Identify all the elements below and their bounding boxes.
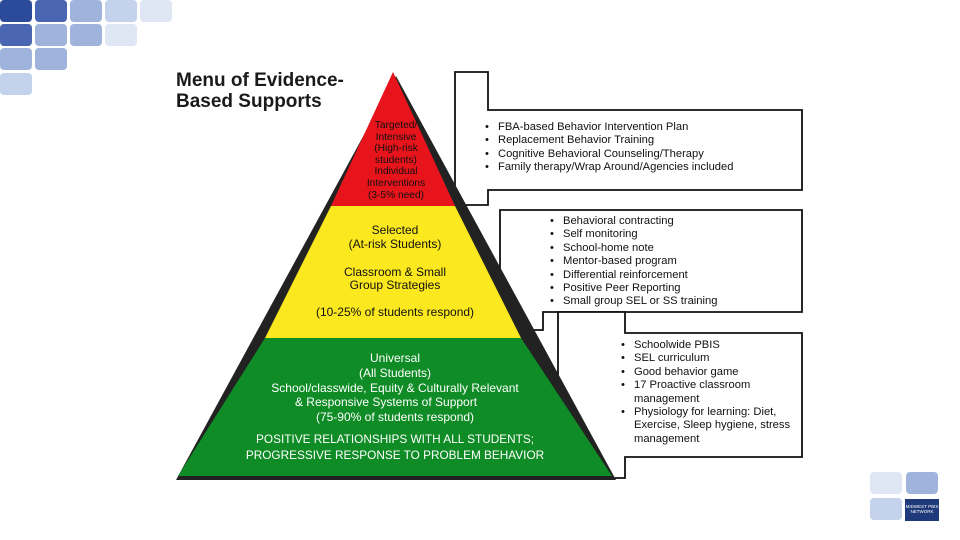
green-line: (75-90% of students respond) (315, 410, 475, 425)
callout-item: Positive Peer Reporting (549, 282, 797, 296)
green-tier-caps: POSITIVE RELATIONSHIPS WITH ALL STUDENTS… (200, 432, 590, 463)
green-caps-line: PROGRESSIVE RESPONSE TO PROBLEM BEHAVIOR (245, 447, 545, 462)
callout-item: Cognitive Behavioral Counseling/Therapy (484, 148, 796, 162)
callout-item: Schoolwide PBIS (620, 339, 798, 353)
green-tier-text: Universal (All Students) School/classwid… (235, 351, 555, 425)
red-line: students) (375, 154, 417, 166)
callout-item: Good behavior game (620, 366, 798, 380)
callout-item: FBA-based Behavior Intervention Plan (484, 121, 796, 135)
callout-item: School-home note (549, 242, 797, 256)
callout-item: Differential reinforcement (549, 269, 797, 283)
yellow-tier-respond: (10-25% of students respond) (315, 305, 475, 319)
decor-square (70, 24, 102, 46)
network-logo: MIDWEST PBIS NETWORK (905, 499, 939, 521)
red-line: Intensive (375, 131, 417, 143)
green-caps-line: POSITIVE RELATIONSHIPS WITH ALL STUDENTS… (256, 432, 534, 446)
red-line: Individual (374, 166, 418, 178)
callout-middle-list: Behavioral contracting Self monitoring S… (549, 215, 797, 309)
decor-square (870, 472, 902, 494)
decor-square (35, 48, 67, 70)
decor-square (105, 0, 137, 22)
slide-title: Menu of Evidence-Based Supports (176, 70, 344, 112)
yellow-line: Classroom & Small (343, 265, 447, 279)
decor-square (70, 0, 102, 22)
decor-square (0, 0, 32, 22)
pyramid-tier-yellow (265, 206, 521, 338)
decor-square (140, 0, 172, 22)
green-line: Universal (369, 351, 420, 365)
callout-item: Mentor-based program (549, 255, 797, 269)
yellow-tier-heading: Selected (At-risk Students) (310, 223, 480, 251)
callout-item: 17 Proactive classroom management (620, 379, 798, 406)
callout-item: Self monitoring (549, 228, 797, 242)
callout-item: Behavioral contracting (549, 215, 797, 229)
green-line: & Responsive Systems of Support (294, 395, 478, 410)
callout-item: SEL curriculum (620, 352, 798, 366)
red-line: (3-5% need) (367, 189, 425, 201)
yellow-line: Selected (371, 223, 419, 237)
decor-square (906, 472, 938, 494)
red-line: (High-risk (374, 143, 418, 155)
decor-square (35, 24, 67, 46)
green-line: School/classwide, Equity & Culturally Re… (271, 380, 519, 395)
decor-square (870, 498, 902, 520)
pyramid-tier-green (178, 338, 612, 476)
callout-top-list: FBA-based Behavior Intervention Plan Rep… (484, 121, 796, 175)
callout-item: Replacement Behavior Training (484, 134, 796, 148)
decor-square (0, 73, 32, 95)
yellow-line: (At-risk Students) (348, 237, 442, 251)
pyramid-tier-red (331, 72, 455, 206)
red-line: Interventions (366, 177, 426, 189)
decor-square (0, 24, 32, 46)
decor-square (105, 24, 137, 46)
callout-bottom-list: Schoolwide PBIS SEL curriculum Good beha… (620, 339, 798, 446)
red-line: Targeted/ (374, 120, 418, 131)
yellow-line: Group Strategies (349, 277, 441, 292)
callout-item: Small group SEL or SS training (549, 295, 797, 309)
green-line: (All Students) (358, 365, 432, 380)
callout-item: Physiology for learning: Diet, Exercise,… (620, 406, 798, 446)
decor-square (35, 0, 67, 22)
callout-item: Family therapy/Wrap Around/Agencies incl… (484, 161, 796, 175)
red-tier-text: Targeted/ Intensive (High-risk students)… (336, 120, 456, 201)
decor-square (0, 48, 32, 70)
yellow-tier-strategies: Classroom & Small Group Strategies (300, 266, 490, 291)
